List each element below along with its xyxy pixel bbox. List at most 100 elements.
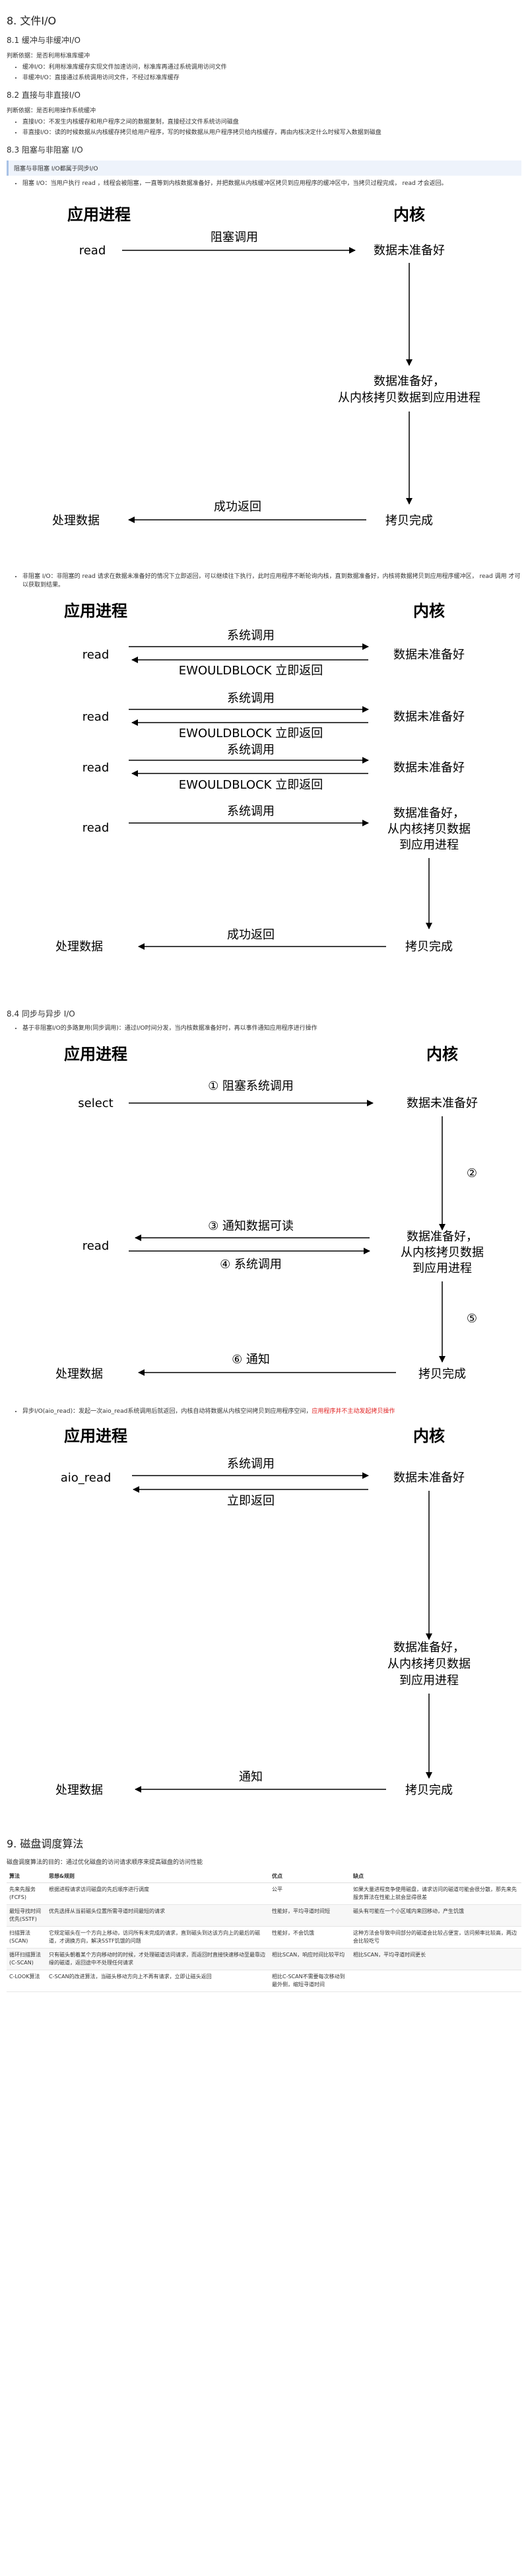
table-cell: 相比C-SCAN不需要每次移动到最外侧，缩短寻道时间 bbox=[269, 1970, 350, 1992]
table-row: 循环扫描算法(C-SCAN) 只有磁头朝着某个方向移动时的时候，才处理磁道访问请… bbox=[7, 1948, 521, 1970]
section-8-3-list-b: 非阻塞 I/O：非阻塞的 read 请求在数据未准备好的情况下立即返回，可以继续… bbox=[7, 573, 521, 590]
table-cell: 如果大量进程竞争使用磁盘，请求访问的磁道可能会很分散，那先来先服务算法在性能上就… bbox=[350, 1882, 521, 1905]
immediate-return-label: 立即返回 bbox=[227, 1494, 275, 1508]
table-cell: 这种方法会导致中间部分的磁道会比较占便宜，访问频率比较高，两边会比较吃亏 bbox=[350, 1926, 521, 1949]
kernel-heading: 内核 bbox=[413, 602, 445, 620]
list-item: 直接I/O：不发生内核缓存和用户程序之间的数据复制，直接经过文件系统访问磁盘 bbox=[22, 118, 521, 127]
table-cell: 相比SCAN，响应时间比较平均 bbox=[269, 1948, 350, 1970]
multiplex-io-description: 基于非阻塞I/O的多路复用(同步调用)：通过I/O时间分发，当内核数据准备好时，… bbox=[22, 1024, 521, 1033]
syscall-label: 系统调用 bbox=[227, 692, 275, 705]
section-8-3-title: 8.3 阻塞与非阻塞 I/O bbox=[7, 145, 83, 155]
read-call-label: read bbox=[82, 710, 110, 724]
section-8-2-title: 8.2 直接与非直接I/O bbox=[7, 90, 81, 100]
blocking-io-description: 阻塞 I/O：当用户执行 read ，线程会被阻塞，一直等到内核数据准备好，并把… bbox=[22, 180, 521, 188]
read-call-label: read bbox=[82, 821, 110, 835]
list-item: 非缓冲I/O：直接通过系统调用访问文件，不经过标准库缓存 bbox=[22, 74, 521, 83]
page: 8. 文件I/O 8.1 缓冲与非缓冲I/O 判断依据：是否利用标准库缓冲 缓冲… bbox=[0, 0, 528, 1992]
copy-data-label: 从内核拷贝数据到应用进程 bbox=[338, 391, 480, 405]
to-app-label: 到应用进程 bbox=[412, 1262, 472, 1275]
section-8-title: 8. 文件I/O bbox=[7, 15, 57, 27]
read-call-label: read bbox=[82, 761, 110, 775]
section-8-1-title: 8.1 缓冲与非缓冲I/O bbox=[7, 36, 81, 45]
table-cell: 只有磁头朝着某个方向移动时的时候，才处理磁道访问请求，而返回时直接快速移动至最靠… bbox=[46, 1948, 269, 1970]
table-cell: 公平 bbox=[269, 1882, 350, 1905]
section-8-4-title: 8.4 同步与异步 I/O bbox=[7, 1009, 75, 1019]
section-8-1-list: 缓冲I/O：利用标准库缓存实现文件加速访问，标准库再通过系统调用访问文件 非缓冲… bbox=[7, 63, 521, 83]
disk-scheduling-table: 算法 思想&规则 优点 缺点 先来先服务(FCFS) 根据进程请求访问磁盘的先后… bbox=[7, 1870, 521, 1992]
table-row: 扫描算法(SCAN) 它规定磁头在一个方向上移动，访问所有未完成的请求，直到磁头… bbox=[7, 1926, 521, 1949]
handle-data-label: 处理数据 bbox=[52, 514, 100, 528]
nonblocking-io-diagram: 应用进程 内核 read 系统调用 EWOULDBLOCK 立即返回 数据未准备… bbox=[55, 602, 471, 954]
aio-read-call-label: aio_read bbox=[61, 1471, 112, 1485]
success-return-label: 成功返回 bbox=[227, 928, 275, 942]
data-not-ready-label: 数据未准备好 bbox=[407, 1096, 478, 1110]
read-call-label: read bbox=[82, 1239, 110, 1253]
ewouldblock-label: EWOULDBLOCK 立即返回 bbox=[179, 664, 323, 678]
list-item: 非直接I/O：读的时候数据从内核缓存拷贝给用户程序，写的时候数据从用户程序拷贝给… bbox=[22, 129, 521, 137]
async-io-diagram: 应用进程 内核 aio_read 系统调用 立即返回 数据未准备好 数据准备好，… bbox=[55, 1427, 471, 1797]
kernel-heading: 内核 bbox=[426, 1045, 458, 1063]
copy-data-label: 从内核拷贝数据 bbox=[401, 1246, 484, 1260]
syscall-label: 系统调用 bbox=[227, 1457, 275, 1471]
table-cell: C-LOOK算法 bbox=[7, 1970, 46, 1992]
handle-data-label: 处理数据 bbox=[55, 940, 103, 954]
async-io-highlight: 应用程序并不主动发起拷贝操作 bbox=[312, 1408, 395, 1415]
blocking-call-label: 阻塞调用 bbox=[211, 231, 258, 244]
blocking-io-diagram: 应用进程 内核 read 阻塞调用 数据未准备好 数据准备好， 从内核拷贝数据到… bbox=[52, 205, 480, 528]
app-process-heading: 应用进程 bbox=[64, 602, 127, 620]
table-cell: 扫描算法(SCAN) bbox=[7, 1926, 46, 1949]
section-8-3-list-a: 阻塞 I/O：当用户执行 read ，线程会被阻塞，一直等到内核数据准备好，并把… bbox=[7, 180, 521, 188]
section-8-2-list: 直接I/O：不发生内核缓存和用户程序之间的数据复制，直接经过文件系统访问磁盘 非… bbox=[7, 118, 521, 137]
syscall-label: 系统调用 bbox=[227, 629, 275, 643]
copy-data-label: 从内核拷贝数据 bbox=[387, 822, 471, 836]
section-8-4-list-a: 基于非阻塞I/O的多路复用(同步调用)：通过I/O时间分发，当内核数据准备好时，… bbox=[7, 1024, 521, 1033]
ewouldblock-label: EWOULDBLOCK 立即返回 bbox=[179, 778, 323, 792]
column-header: 思想&规则 bbox=[46, 1870, 269, 1883]
async-io-description: 异步I/O(aio_read)：发起一次aio_read系统调用后就返回，内核自… bbox=[22, 1408, 521, 1416]
data-not-ready-label: 数据未准备好 bbox=[393, 761, 465, 775]
ewouldblock-label: EWOULDBLOCK 立即返回 bbox=[179, 727, 323, 740]
multiplex-io-diagram: 应用进程 内核 select ① 阻塞系统调用 数据未准备好 ② ③ 通知数据可… bbox=[55, 1045, 484, 1381]
copy-done-label: 拷贝完成 bbox=[405, 940, 453, 954]
table-cell: 性能好，不会饥饿 bbox=[269, 1926, 350, 1949]
app-process-heading: 应用进程 bbox=[64, 1427, 127, 1445]
data-not-ready-label: 数据未准备好 bbox=[393, 710, 465, 724]
kernel-heading: 内核 bbox=[393, 205, 425, 224]
copy-done-label: 拷贝完成 bbox=[418, 1367, 466, 1381]
step4-label: ④ 系统调用 bbox=[220, 1258, 282, 1271]
step2-label: ② bbox=[467, 1166, 477, 1180]
data-ready-label: 数据准备好， bbox=[393, 1641, 465, 1655]
column-header: 优点 bbox=[269, 1870, 350, 1883]
data-not-ready-label: 数据未准备好 bbox=[393, 1471, 465, 1485]
syscall-label: 系统调用 bbox=[227, 743, 275, 757]
table-header-row: 算法 思想&规则 优点 缺点 bbox=[7, 1870, 521, 1883]
table-cell: 相比SCAN，平均寻道时间更长 bbox=[350, 1948, 521, 1970]
success-return-label: 成功返回 bbox=[214, 500, 261, 514]
nonblocking-io-description: 非阻塞 I/O：非阻塞的 read 请求在数据未准备好的情况下立即返回，可以继续… bbox=[22, 573, 521, 590]
to-app-label: 到应用进程 bbox=[399, 838, 459, 852]
section-8-4-list-b: 异步I/O(aio_read)：发起一次aio_read系统调用后就返回，内核自… bbox=[7, 1408, 521, 1416]
section-8-2-intro: 判断依据：是否利用操作系统缓冲 bbox=[7, 108, 96, 114]
table-cell bbox=[350, 1970, 521, 1992]
to-app-label: 到应用进程 bbox=[399, 1674, 459, 1688]
handle-data-label: 处理数据 bbox=[55, 1367, 103, 1381]
table-cell: 先来先服务(FCFS) bbox=[7, 1882, 46, 1905]
step1-label: ① 阻塞系统调用 bbox=[208, 1079, 294, 1093]
table-cell: 性能好，平均寻道时间短 bbox=[269, 1904, 350, 1927]
copy-done-label: 拷贝完成 bbox=[385, 514, 433, 528]
copy-data-label: 从内核拷贝数据 bbox=[387, 1657, 471, 1671]
read-call-label: read bbox=[79, 244, 106, 258]
step6-label: ⑥ 通知 bbox=[232, 1353, 270, 1367]
column-header: 缺点 bbox=[350, 1870, 521, 1883]
table-row: C-LOOK算法 C-SCAN的改进算法，当磁头移动方向上不再有请求，立即让磁头… bbox=[7, 1970, 521, 1992]
table-cell: 优先选择从当前磁头位置所需寻道时间最短的请求 bbox=[46, 1904, 269, 1927]
step3-label: ③ 通知数据可读 bbox=[208, 1219, 294, 1233]
table-row: 先来先服务(FCFS) 根据进程请求访问磁盘的先后顺序进行调度 公平 如果大量进… bbox=[7, 1882, 521, 1905]
kernel-heading: 内核 bbox=[413, 1427, 445, 1445]
handle-data-label: 处理数据 bbox=[55, 1783, 103, 1797]
table-cell: 最短寻找时间优先(SSTF) bbox=[7, 1904, 46, 1927]
sync-io-quote: 阻塞与非阻塞 I/O都属于同步I/O bbox=[7, 161, 521, 176]
copy-done-label: 拷贝完成 bbox=[405, 1783, 453, 1797]
data-ready-label: 数据准备好， bbox=[374, 375, 445, 388]
app-process-heading: 应用进程 bbox=[67, 205, 131, 224]
